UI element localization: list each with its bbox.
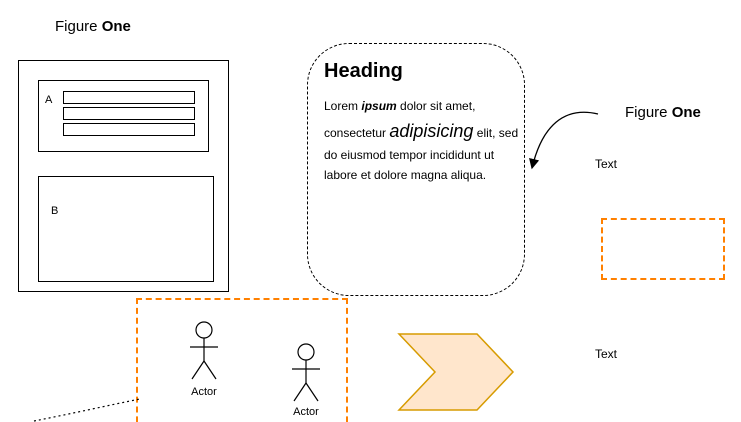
- actor-leg-icon: [305, 382, 319, 402]
- list-bar: [63, 107, 195, 120]
- actor-leg-icon: [293, 382, 307, 402]
- list-box-a[interactable]: A: [38, 80, 209, 152]
- actor-figure-2[interactable]: [286, 342, 326, 404]
- actor-head-icon: [195, 321, 213, 339]
- chevron-arrow-shape[interactable]: [397, 332, 515, 412]
- figure-one-label-left[interactable]: Figure One: [55, 18, 131, 35]
- label-b: B: [51, 205, 59, 217]
- note-text-adipisicing: adipisicing: [389, 120, 474, 141]
- list-bar: [63, 91, 195, 104]
- arrow-path: [529, 111, 599, 170]
- actor-label-1: Actor: [191, 386, 217, 398]
- figure-label-bold: One: [101, 18, 131, 35]
- note-text-2: dolor sit amet, consectetur: [324, 99, 476, 140]
- figure-label-prefix: Figure: [625, 104, 672, 121]
- note-box[interactable]: Heading Lorem ipsum dolor sit amet, cons…: [307, 43, 525, 296]
- dotted-path: [33, 398, 141, 422]
- text-label-top[interactable]: Text: [595, 157, 618, 171]
- actor-leg-icon: [191, 360, 205, 380]
- box-b[interactable]: B: [38, 176, 214, 282]
- note-text-3: elit, sed do eiusmod tempor incididunt u…: [324, 125, 519, 183]
- note-paragraph: Lorem ipsum dolor sit amet, consectetur …: [324, 97, 522, 186]
- list-bars: [63, 91, 195, 139]
- actor-leg-icon: [203, 360, 217, 380]
- curved-arrow-connector[interactable]: [512, 100, 608, 186]
- figure-label-bold: One: [671, 104, 701, 121]
- figure-label-prefix: Figure: [55, 18, 102, 35]
- actor-head-icon: [297, 343, 315, 361]
- list-bar: [63, 123, 195, 136]
- figure-one-label-right[interactable]: Figure One: [625, 104, 701, 121]
- note-heading: Heading: [324, 60, 403, 82]
- actor-label-2: Actor: [293, 406, 319, 418]
- actor-figure-1[interactable]: [184, 320, 224, 382]
- orange-dashed-rect-small[interactable]: [601, 218, 725, 280]
- orange-dashed-rect-large[interactable]: [136, 298, 348, 422]
- chevron-polygon: [397, 333, 515, 411]
- note-text-ipsum: ipsum: [361, 99, 397, 113]
- text-label-bottom[interactable]: Text: [595, 347, 618, 361]
- dotted-connector[interactable]: [30, 394, 145, 422]
- label-a: A: [45, 94, 53, 106]
- note-text-1: Lorem: [324, 99, 362, 113]
